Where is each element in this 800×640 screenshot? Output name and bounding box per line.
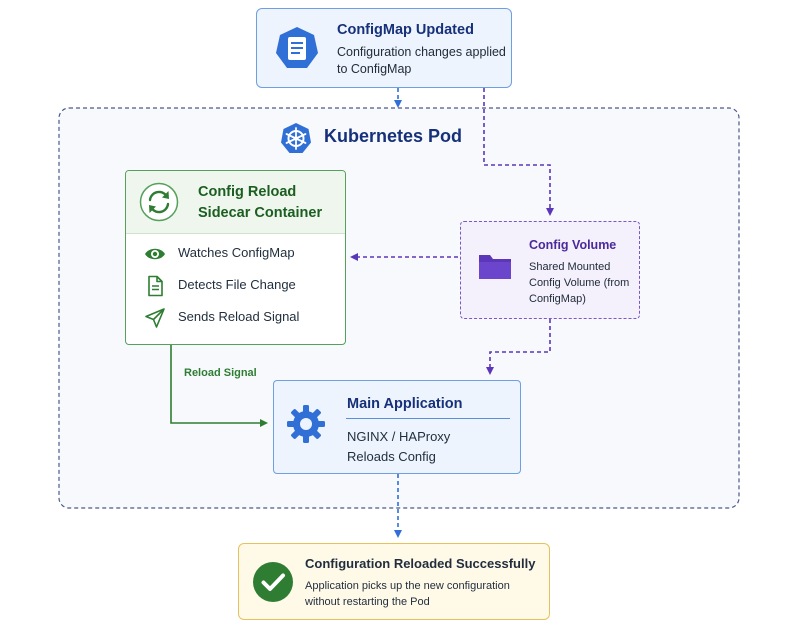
edge-volume-to-app bbox=[486, 319, 551, 375]
configmap-updated-card: ConfigMap Updated Configuration changes … bbox=[256, 8, 512, 88]
configmap-title: ConfigMap Updated bbox=[337, 22, 474, 38]
sidecar-item-watches: Watches ConfigMap bbox=[126, 241, 345, 267]
volume-description: Shared Mounted Config Volume (from Confi… bbox=[529, 261, 630, 305]
app-divider bbox=[346, 418, 510, 419]
sidecar-item-sends: Sends Reload Signal bbox=[126, 305, 345, 331]
sidecar-title-line2: Sidecar Container bbox=[198, 205, 323, 221]
checkmark-icon bbox=[252, 561, 294, 603]
send-icon bbox=[144, 307, 166, 329]
configmap-description: Configuration changes applied to ConfigM… bbox=[337, 45, 506, 76]
sidecar-title: Config Reload Sidecar Container bbox=[198, 182, 322, 224]
sidecar-item-label: Watches ConfigMap bbox=[178, 245, 295, 260]
config-volume-card: Config Volume Shared Mounted Config Volu… bbox=[460, 221, 640, 319]
reload-signal-label: Reload Signal bbox=[184, 367, 257, 379]
pod-title: Kubernetes Pod bbox=[324, 126, 463, 146]
eye-icon bbox=[144, 243, 166, 265]
sidecar-header: Config Reload Sidecar Container bbox=[126, 171, 345, 234]
document-icon bbox=[273, 25, 321, 73]
reload-icon bbox=[139, 182, 179, 222]
gear-icon bbox=[286, 404, 326, 444]
sidecar-item-label: Detects File Change bbox=[178, 277, 296, 292]
sidecar-title-line1: Config Reload bbox=[198, 184, 297, 200]
success-description: Application picks up the new configurati… bbox=[305, 580, 510, 608]
sidecar-item-label: Sends Reload Signal bbox=[178, 309, 300, 324]
success-card: Configuration Reloaded Successfully Appl… bbox=[238, 543, 550, 620]
sidecar-container-card: Config Reload Sidecar Container Watches … bbox=[125, 170, 346, 345]
volume-title: Config Volume bbox=[529, 238, 617, 252]
app-description: NGINX / HAProxy Reloads Config bbox=[347, 427, 450, 467]
file-icon bbox=[144, 275, 166, 297]
success-title: Configuration Reloaded Successfully bbox=[305, 556, 536, 571]
app-line1: NGINX / HAProxy bbox=[347, 429, 451, 444]
main-application-card: Main Application NGINX / HAProxy Reloads… bbox=[273, 380, 521, 474]
edge-configmap-to-volume bbox=[483, 88, 554, 216]
folder-icon bbox=[477, 250, 513, 282]
edge-reload-signal bbox=[170, 345, 268, 427]
sidecar-item-detects: Detects File Change bbox=[126, 273, 345, 299]
kubernetes-helm-icon bbox=[280, 122, 312, 154]
app-line2: Reloads Config bbox=[347, 449, 436, 464]
app-title: Main Application bbox=[347, 396, 463, 412]
